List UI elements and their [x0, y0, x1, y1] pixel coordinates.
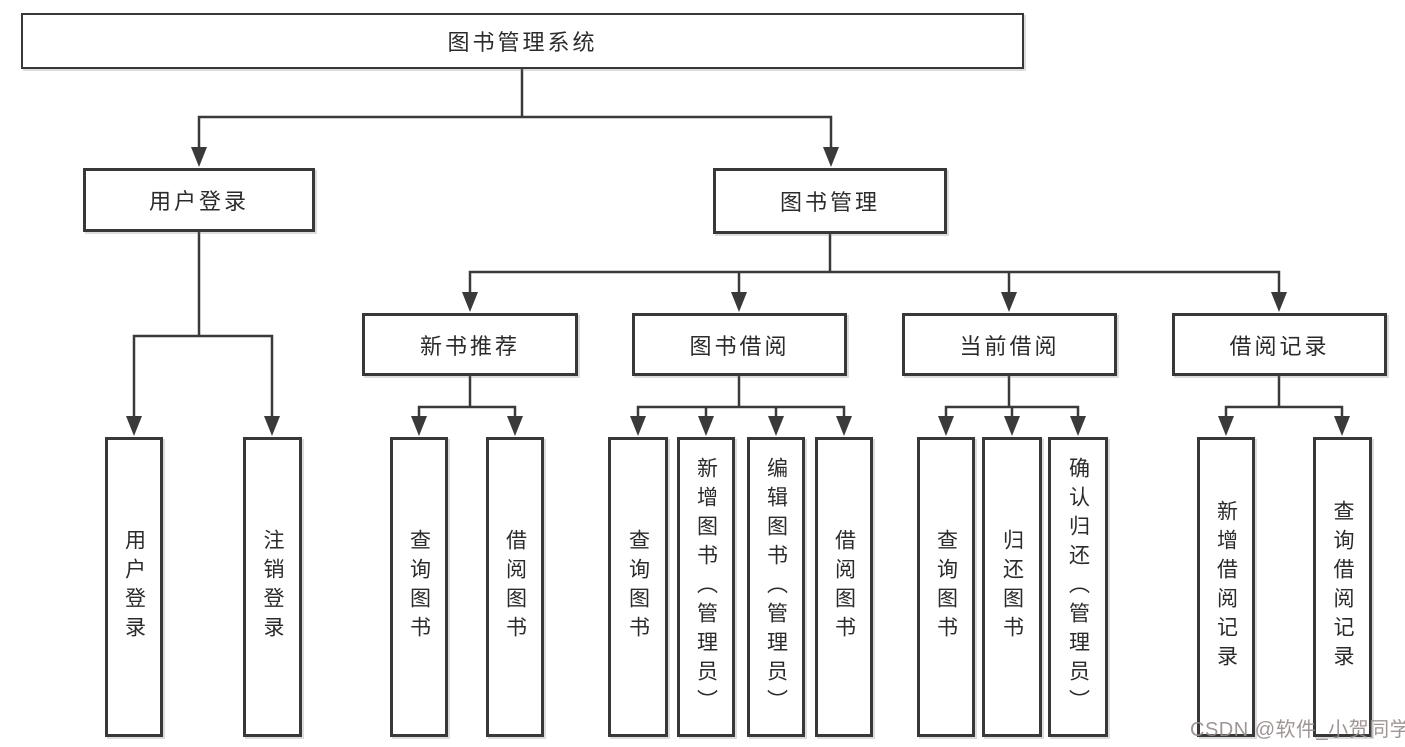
leaf-borrow-book: 借阅图书 — [815, 437, 873, 737]
leaf-user-login: 用户登录 — [105, 437, 163, 737]
arrowhead-icon — [191, 147, 207, 167]
arrowhead-icon — [731, 292, 747, 312]
node-new-book-recommend: 新书推荐 — [362, 313, 578, 376]
arrowhead-icon — [264, 416, 280, 436]
leaf-borrow-book-label: 借阅图书 — [832, 529, 856, 645]
arrowhead-icon — [126, 416, 142, 436]
node-book-management: 图书管理 — [713, 168, 947, 234]
arrowhead-icon — [1218, 416, 1234, 436]
arrowhead-icon — [1001, 292, 1017, 312]
leaf-logout-label: 注销登录 — [261, 529, 285, 645]
node-current-borrow-label: 当前借阅 — [959, 333, 1060, 359]
node-book-borrow: 图书借阅 — [632, 313, 847, 376]
arrowhead-icon — [836, 416, 852, 436]
arrowhead-icon — [630, 416, 646, 436]
leaf-newbook-borrow: 借阅图书 — [486, 437, 544, 737]
arrowhead-icon — [698, 416, 714, 436]
node-book-management-label: 图书管理 — [779, 190, 880, 215]
leaf-records-add-label: 新增借阅记录 — [1214, 500, 1238, 674]
leaf-records-query: 查询借阅记录 — [1313, 437, 1372, 737]
leaf-newbook-query: 查询图书 — [390, 437, 448, 737]
leaf-current-query-label: 查询图书 — [934, 529, 958, 645]
csdn-watermark: CSDN @软件_小贺同学 — [1190, 719, 1405, 741]
node-new-book-recommend-label: 新书推荐 — [419, 333, 520, 359]
node-borrow-records: 借阅记录 — [1172, 313, 1387, 376]
leaf-current-confirm-admin: 确认归还（管理员） — [1048, 437, 1108, 737]
arrowhead-icon — [1334, 416, 1350, 436]
leaf-user-login-label: 用户登录 — [122, 529, 146, 645]
leaf-borrow-edit-admin: 编辑图书（管理员） — [747, 437, 805, 737]
node-user-login: 用户登录 — [83, 168, 315, 232]
node-current-borrow: 当前借阅 — [902, 313, 1117, 376]
leaf-borrow-query-label: 查询图书 — [626, 529, 650, 645]
leaf-newbook-query-label: 查询图书 — [407, 529, 431, 645]
arrowhead-icon — [768, 416, 784, 436]
arrowhead-icon — [1004, 416, 1020, 436]
node-book-borrow-label: 图书借阅 — [689, 333, 790, 359]
leaf-records-query-label: 查询借阅记录 — [1331, 500, 1355, 674]
node-root-label: 图书管理系统 — [447, 30, 598, 55]
arrowhead-icon — [462, 292, 478, 312]
leaf-borrow-add-admin-label: 新增图书（管理员） — [694, 456, 718, 718]
arrowhead-icon — [507, 416, 523, 436]
arrowhead-icon — [1271, 292, 1287, 312]
leaf-current-return-label: 归还图书 — [1000, 529, 1024, 645]
leaf-current-return: 归还图书 — [982, 437, 1042, 737]
node-root: 图书管理系统 — [21, 13, 1024, 69]
leaf-newbook-borrow-label: 借阅图书 — [503, 529, 527, 645]
leaf-records-add: 新增借阅记录 — [1197, 437, 1255, 737]
arrowhead-icon — [1070, 416, 1086, 436]
leaf-borrow-query: 查询图书 — [608, 437, 668, 737]
leaf-borrow-edit-admin-label: 编辑图书（管理员） — [764, 456, 788, 718]
node-borrow-records-label: 借阅记录 — [1229, 333, 1330, 359]
arrowhead-icon — [823, 147, 839, 167]
node-user-login-label: 用户登录 — [148, 189, 249, 214]
leaf-logout: 注销登录 — [243, 437, 302, 737]
leaf-current-query: 查询图书 — [917, 437, 975, 737]
arrowhead-icon — [938, 416, 954, 436]
leaf-current-confirm-admin-label: 确认归还（管理员） — [1066, 456, 1090, 718]
leaf-borrow-add-admin: 新增图书（管理员） — [677, 437, 735, 737]
arrowhead-icon — [411, 416, 427, 436]
